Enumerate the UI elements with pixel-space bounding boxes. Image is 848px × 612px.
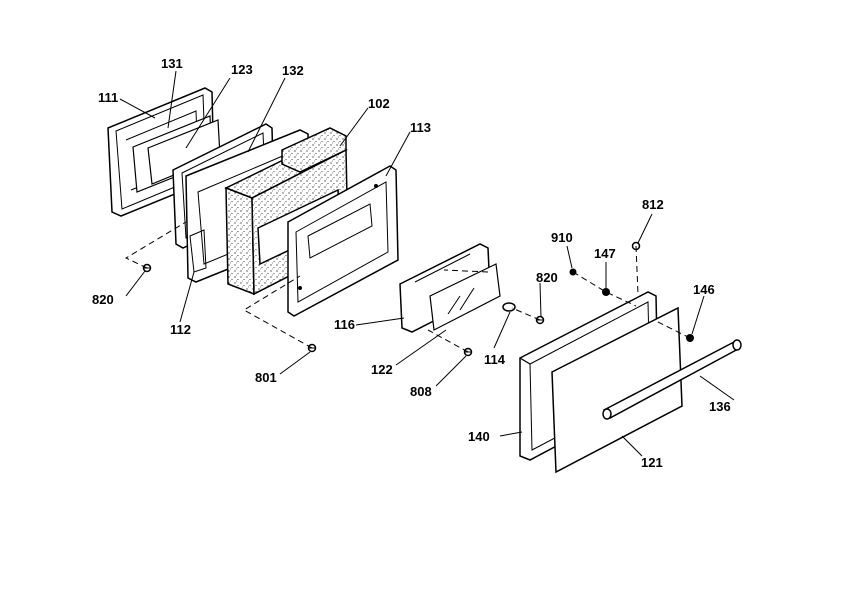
part-121-front-panel bbox=[551, 306, 683, 474]
label-122: 122 bbox=[371, 362, 393, 377]
label-801: 801 bbox=[255, 370, 277, 385]
leader-lines bbox=[119, 70, 735, 457]
label-111: 111 bbox=[98, 90, 118, 105]
label-808: 808 bbox=[410, 384, 432, 399]
label-812: 812 bbox=[642, 197, 664, 212]
label-820-left: 820 bbox=[92, 292, 114, 307]
label-146: 146 bbox=[693, 282, 715, 297]
part-114-clip bbox=[502, 302, 516, 312]
assembly-lines bbox=[124, 221, 691, 353]
part-113-panel bbox=[287, 165, 399, 317]
label-123: 123 bbox=[231, 62, 253, 77]
label-131: 131 bbox=[161, 56, 183, 71]
label-820-right: 820 bbox=[536, 270, 558, 285]
label-132: 132 bbox=[282, 63, 304, 78]
label-121: 121 bbox=[641, 455, 663, 470]
label-147: 147 bbox=[594, 246, 616, 261]
part-labels: 111 131 123 132 102 113 820 112 116 122 … bbox=[92, 56, 731, 470]
part-136-handle bbox=[602, 339, 742, 420]
label-102: 102 bbox=[368, 96, 390, 111]
label-140: 140 bbox=[468, 429, 490, 444]
label-112: 112 bbox=[170, 322, 191, 337]
label-114: 114 bbox=[484, 352, 506, 367]
label-136: 136 bbox=[709, 399, 731, 414]
part-122-glass bbox=[429, 263, 501, 331]
label-113: 113 bbox=[410, 120, 431, 135]
part-147-nut bbox=[602, 288, 610, 296]
label-910: 910 bbox=[551, 230, 573, 245]
label-116: 116 bbox=[334, 317, 355, 332]
